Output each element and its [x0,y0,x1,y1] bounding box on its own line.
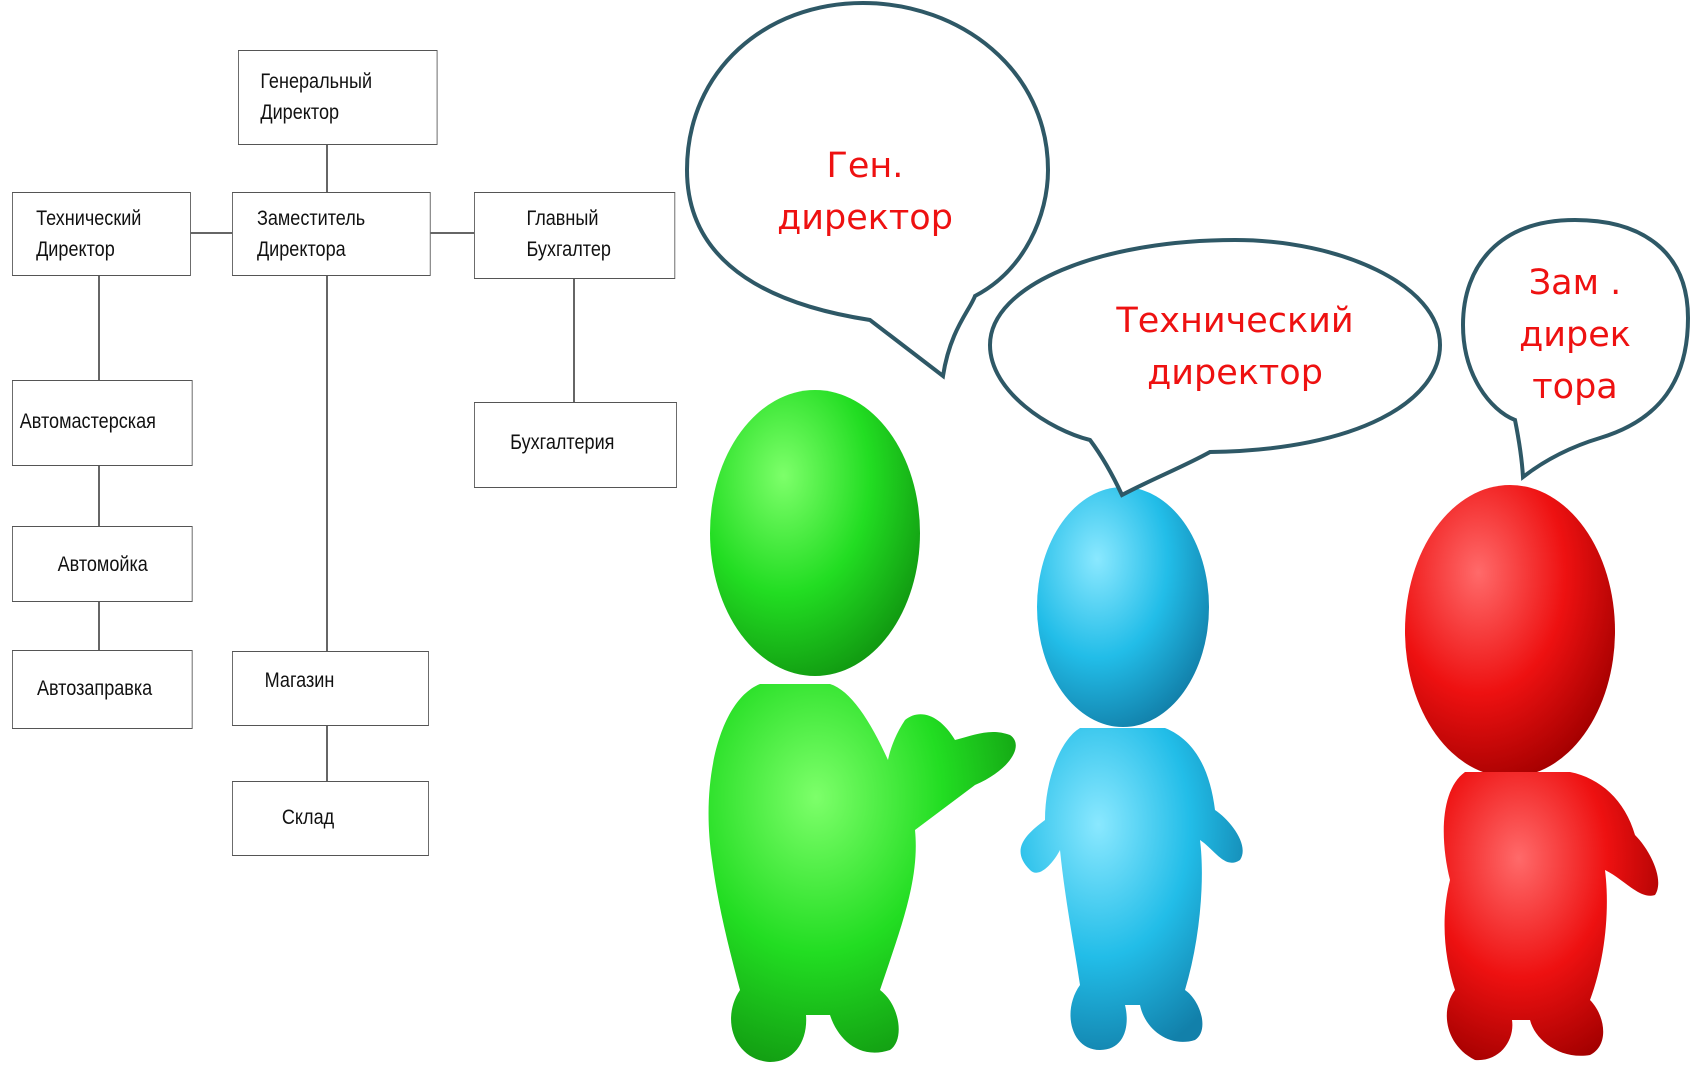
org-box-label: Магазин [264,669,335,692]
org-box-label: Автозаправка [36,677,153,700]
org-box-technical-director: Технический Директор [12,192,191,276]
connector-line [98,276,100,380]
connector-line [190,232,232,234]
org-box-label: Склад [281,806,335,829]
connector-line [326,145,328,192]
org-box-label: Технический Директор [36,207,142,261]
org-box-general-director: Генеральный Директор [238,50,438,145]
org-box-warehouse: Склад [232,781,429,856]
bubble-text-deputy-director: Зам . дирек тора [1519,263,1631,407]
org-box-deputy-director: Заместитель Директора [232,192,431,276]
org-box-label: Автомойка [57,553,148,576]
bubble-text-general-director: Ген. директор [777,146,953,238]
connector-line [430,232,474,234]
speech-bubble-deputy-director [1460,217,1690,481]
org-box-label: Главный Бухгалтер [526,207,611,261]
connector-line [98,466,100,526]
speech-bubble-general-director [684,0,1051,380]
org-box-car-wash: Автомойка [12,526,193,602]
connector-line [326,276,328,651]
org-box-shop: Магазин [232,651,429,726]
org-box-label: Автомастерская [19,410,156,433]
org-box-accounting: Бухгалтерия [474,402,677,488]
green-figure [708,390,1016,1062]
org-box-gas-station: Автозаправка [12,650,193,729]
blue-figure [1020,487,1243,1050]
connector-line [573,278,575,402]
org-box-label: Заместитель Директора [256,207,366,261]
org-box-auto-workshop: Автомастерская [12,380,193,466]
org-box-label: Бухгалтерия [510,431,615,454]
connector-line [326,726,328,781]
bubble-text-technical-director: Технический директор [1116,301,1354,393]
org-box-chief-accountant: Главный Бухгалтер [474,192,676,279]
connector-line [98,600,100,650]
speech-bubble-technical-director [987,237,1443,498]
org-box-label: Генеральный Директор [260,70,373,124]
red-figure [1405,485,1659,1061]
